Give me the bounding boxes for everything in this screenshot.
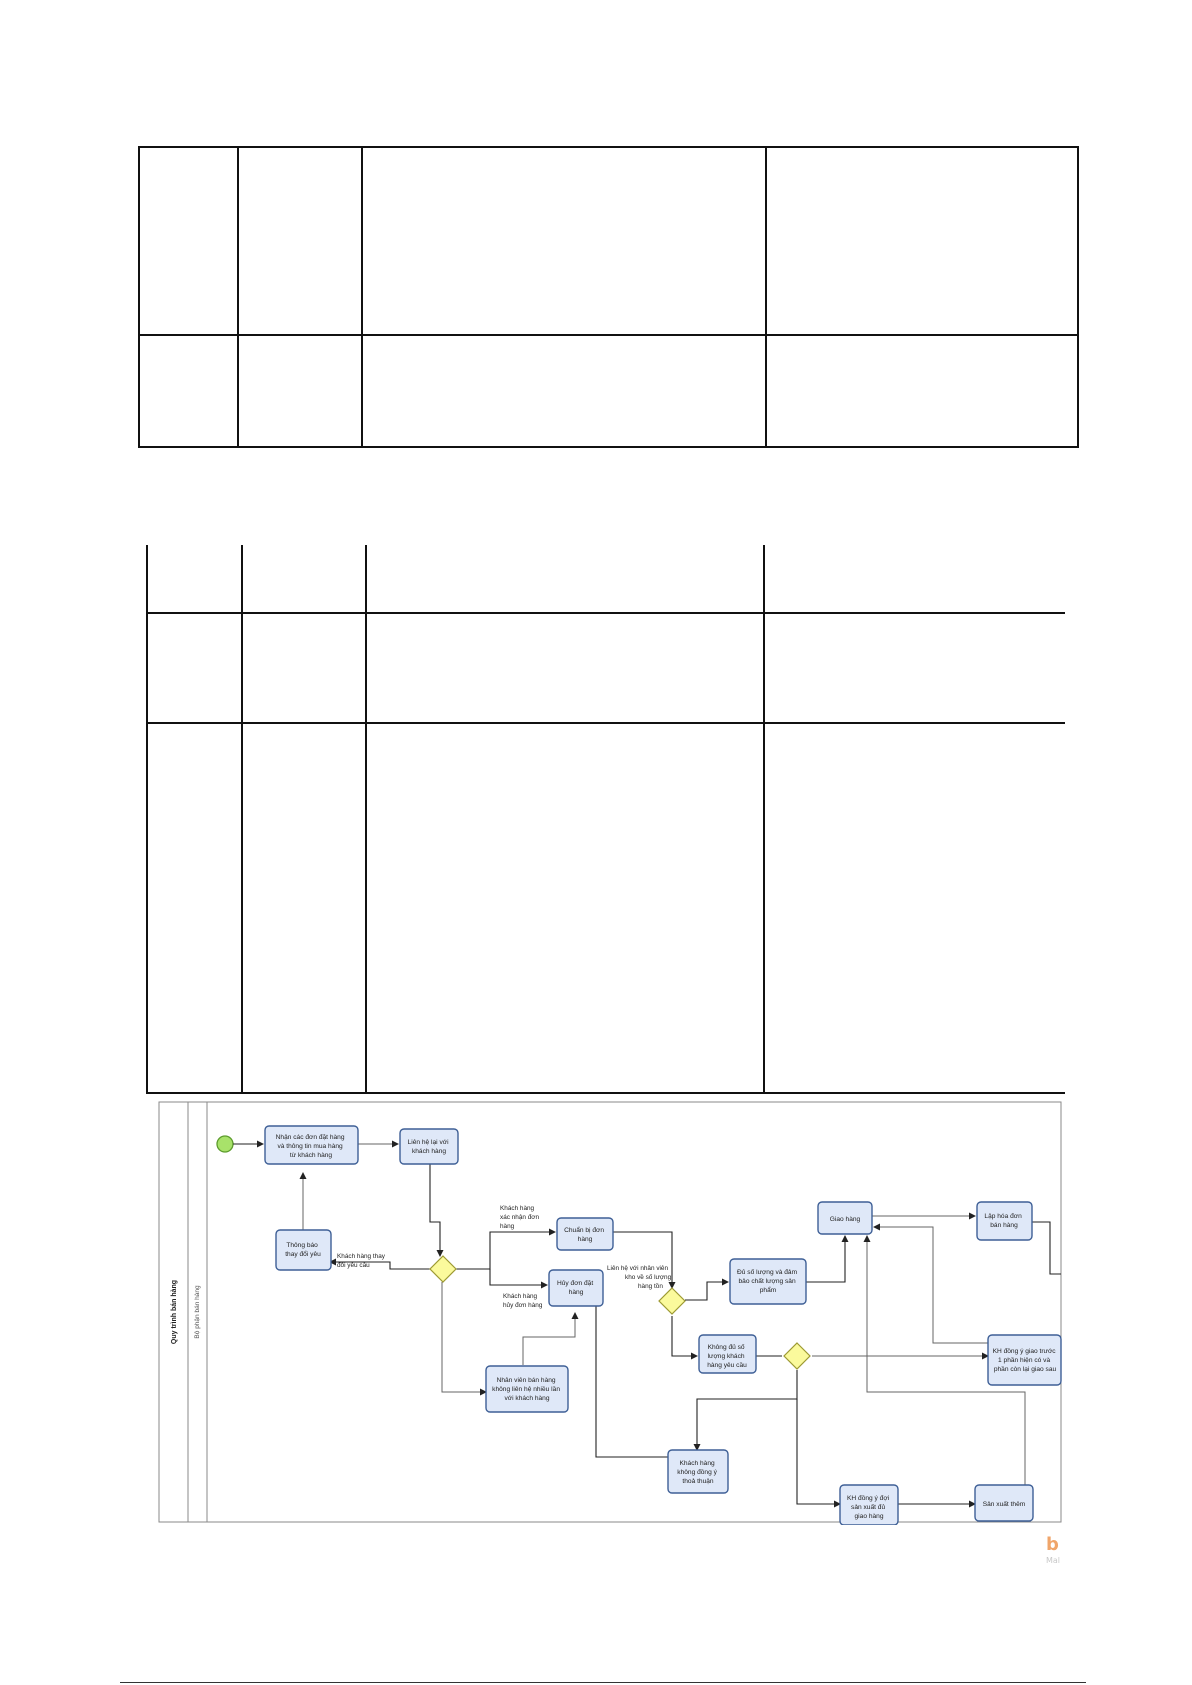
table-cell: [241, 612, 367, 724]
table-cell: [138, 146, 239, 336]
task-invoice: [976, 1201, 1033, 1241]
edge-label-stock-check: Liên hệ với nhân viên kho về số lượng hà…: [607, 1265, 673, 1290]
task-receive-orders: [264, 1125, 359, 1165]
task-deliver: [817, 1201, 873, 1235]
label-contact-customer: Liên hệ lại với khách hàng: [408, 1139, 451, 1155]
table-cell: [365, 612, 765, 724]
pool-title: Quy trình bán hàng: [171, 1280, 178, 1344]
label-prepare-order: Chuẩn bị đơn hàng: [564, 1226, 606, 1243]
table-row: [146, 722, 1065, 1094]
table-cell: [237, 334, 363, 448]
label-receive-orders: Nhận các đơn đặt hàng và thông tin mua h…: [276, 1134, 347, 1159]
task-wait-production: [839, 1484, 899, 1525]
task-cancel-order: [548, 1269, 604, 1307]
table-2: [146, 545, 1065, 1094]
label-deliver: Giao hàng: [830, 1216, 861, 1223]
label-customer-disagree: Khách hàng không đồng ý thoả thuận: [677, 1460, 718, 1485]
label-enough-quantity: Đủ số lượng và đảm bảo chất lượng sản ph…: [737, 1267, 799, 1294]
table-row: [138, 334, 1079, 448]
table-cell: [237, 146, 363, 336]
process-diagram: Quy trình bán hàng Bộ phận bán hàng: [158, 1101, 1062, 1525]
label-notify-change: Thông báo thay đổi yêu: [285, 1242, 321, 1258]
label-invoice: Lập hóa đơn bán hàng: [984, 1213, 1023, 1229]
table-1: [138, 146, 1079, 448]
label-not-enough: Không đủ số lượng khách hàng yêu cầu: [707, 1342, 747, 1369]
task-prepare-order: [556, 1217, 614, 1251]
start-event: [216, 1135, 234, 1153]
table-cell: [361, 334, 767, 448]
table-cell: [241, 722, 367, 1094]
table-cell: [365, 545, 765, 614]
table-cell: [365, 722, 765, 1094]
table-cell: [146, 722, 243, 1094]
label-wait-production: KH đồng ý đợi sản xuất đủ giao hàng: [847, 1493, 891, 1520]
gateway-1: [429, 1255, 457, 1283]
watermark-text: Mal: [1046, 1556, 1061, 1565]
lane-title: Bộ phận bán hàng: [194, 1285, 201, 1339]
task-no-contact: [485, 1365, 569, 1413]
label-no-contact: Nhân viên bán hàng không liên hệ nhiều l…: [492, 1377, 562, 1402]
task-produce-more: [974, 1484, 1034, 1522]
table-row: [138, 146, 1079, 336]
table-cell: [765, 334, 1079, 448]
table-cell: [138, 334, 239, 448]
table-row: [146, 612, 1065, 724]
gateway-2: [658, 1287, 686, 1315]
task-enough-quantity: [729, 1258, 807, 1305]
edge-label-confirm: Khách hàng xác nhận đơn hàng: [500, 1205, 541, 1230]
edge-label-cancel: Khách hàng hủy đơn hàng: [503, 1293, 543, 1309]
table-cell: [765, 146, 1079, 336]
label-produce-more: Sản xuất thêm: [983, 1499, 1026, 1508]
table-cell: [361, 146, 767, 336]
table-cell: [763, 722, 1065, 1094]
gateway-3: [783, 1342, 811, 1370]
table-row: [146, 545, 1065, 614]
edge-label-change: Khách hàng thay đổi yêu cầu: [337, 1253, 387, 1269]
task-customer-disagree: [667, 1449, 729, 1494]
task-partial-delivery: [987, 1334, 1062, 1386]
table-cell: [146, 612, 243, 724]
edges: [233, 1140, 1061, 1508]
task-notify-change: [275, 1229, 332, 1271]
watermark-logo: b: [1046, 1534, 1059, 1555]
pool-frame: [158, 1101, 1062, 1523]
table-cell: [763, 545, 1065, 614]
table-cell: [763, 612, 1065, 724]
page-bottom-rule: [120, 1682, 1086, 1683]
table-cell: [241, 545, 367, 614]
task-not-enough: [698, 1334, 757, 1374]
label-cancel-order: Hủy đơn đặt hàng: [557, 1279, 595, 1296]
table-cell: [146, 545, 243, 614]
label-partial-delivery: KH đồng ý giao trước 1 phần hiện có và p…: [993, 1346, 1058, 1373]
task-contact-customer: [399, 1128, 459, 1165]
